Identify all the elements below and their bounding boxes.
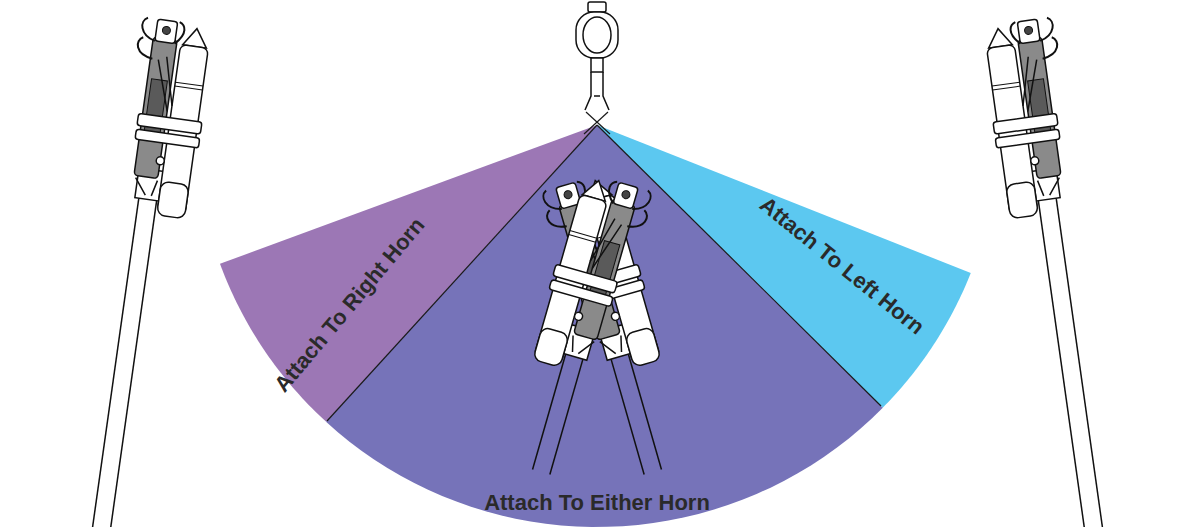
- sector-shape: [326, 125, 883, 527]
- sector-dividers: [327, 112, 881, 421]
- hot-stick-clamp: [66, 17, 215, 527]
- hot-stick-clamp: [980, 17, 1129, 527]
- zone-label: Attach To Either Horn: [484, 492, 710, 514]
- hot-stick-clamp: [539, 169, 698, 481]
- sector-fill: [326, 125, 883, 527]
- hot-stick-clamp: [500, 172, 654, 481]
- either-horn-zone: Attach To Either Horn: [326, 125, 883, 527]
- insulator-fixture: [576, 2, 618, 110]
